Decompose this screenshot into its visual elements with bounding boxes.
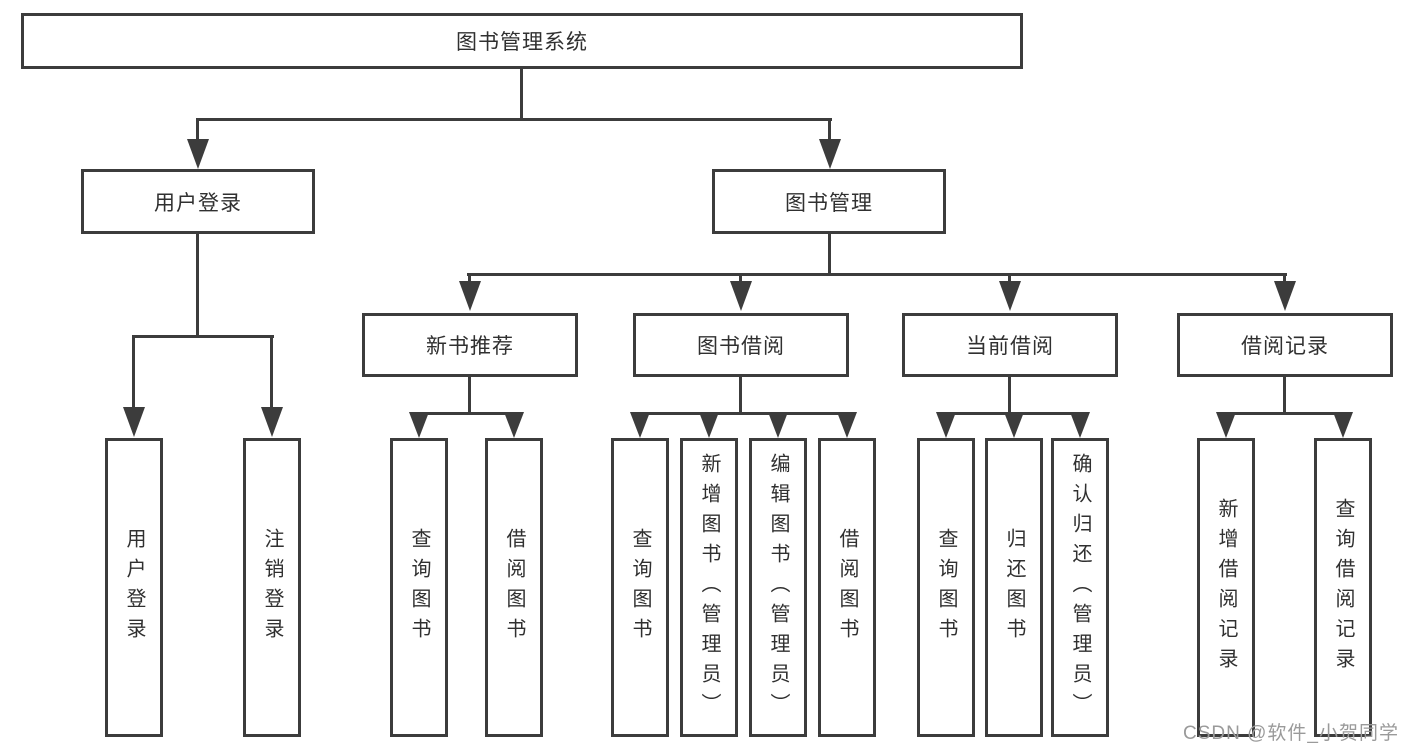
node-current-borrow-label: 当前借阅 xyxy=(966,335,1054,358)
node-root-label: 图书管理系统 xyxy=(456,31,588,54)
node-new-book-recommend-label: 新书推荐 xyxy=(426,335,514,358)
node-book-management: 图书管理 xyxy=(712,169,946,234)
leaf-logout: 注销登录 xyxy=(243,438,301,737)
leaf-user-login: 用户登录 xyxy=(105,438,163,737)
leaf-query-books-recommend: 查询图书 xyxy=(390,438,448,737)
arrow-head xyxy=(187,139,209,169)
edge-line xyxy=(520,69,523,119)
edge-line xyxy=(196,118,199,143)
node-current-borrow: 当前借阅 xyxy=(902,313,1118,377)
edge-line xyxy=(739,273,742,285)
arrow-head xyxy=(123,407,145,437)
leaf-add-books-admin: 新增图书（管理员） xyxy=(680,438,738,737)
arrow-head xyxy=(768,412,788,438)
node-user-login: 用户登录 xyxy=(81,169,315,234)
leaf-borrow-books: 借阅图书 xyxy=(818,438,876,737)
edge-line xyxy=(1283,377,1286,415)
leaf-logout-label: 注销登录 xyxy=(261,527,283,648)
leaf-borrow-books-recommend: 借阅图书 xyxy=(485,438,543,737)
watermark-text: CSDN @软件_小贺同学 xyxy=(1183,723,1399,744)
leaf-borrow-books-label: 借阅图书 xyxy=(836,527,858,648)
leaf-add-borrow-record-label: 新增借阅记录 xyxy=(1215,497,1237,678)
arrow-head xyxy=(1274,281,1296,311)
leaf-query-borrow-record-label: 查询借阅记录 xyxy=(1332,497,1354,678)
leaf-add-borrow-record: 新增借阅记录 xyxy=(1197,438,1255,737)
arrow-head xyxy=(459,281,481,311)
edge-line xyxy=(1224,412,1345,415)
arrow-head xyxy=(837,412,857,438)
node-borrow-records: 借阅记录 xyxy=(1177,313,1393,377)
node-borrow-records-label: 借阅记录 xyxy=(1241,335,1329,358)
arrow-head xyxy=(1070,412,1090,438)
edge-line xyxy=(196,234,199,337)
edge-line xyxy=(468,273,471,285)
node-new-book-recommend: 新书推荐 xyxy=(362,313,578,377)
edge-line xyxy=(1283,273,1286,285)
edge-line xyxy=(638,412,849,415)
leaf-query-borrow-record: 查询借阅记录 xyxy=(1314,438,1372,737)
leaf-add-books-admin-label: 新增图书（管理员） xyxy=(698,452,720,723)
edge-line xyxy=(828,234,831,276)
edge-line xyxy=(417,412,517,415)
node-root: 图书管理系统 xyxy=(21,13,1023,69)
leaf-confirm-return-admin-label: 确认归还（管理员） xyxy=(1069,452,1091,723)
arrow-head xyxy=(504,412,524,438)
edge-line xyxy=(270,335,273,409)
arrow-head xyxy=(699,412,719,438)
edge-line xyxy=(196,118,832,121)
arrow-head xyxy=(630,412,650,438)
edge-line xyxy=(467,273,1287,276)
leaf-edit-books-admin: 编辑图书（管理员） xyxy=(749,438,807,737)
arrow-head xyxy=(999,281,1021,311)
edge-line xyxy=(132,335,135,409)
edge-line xyxy=(1008,273,1011,285)
edge-line xyxy=(132,335,274,338)
leaf-edit-books-admin-label: 编辑图书（管理员） xyxy=(767,452,789,723)
arrow-head xyxy=(1004,412,1024,438)
arrow-head xyxy=(730,281,752,311)
leaf-borrow-books-recommend-label: 借阅图书 xyxy=(503,527,525,648)
leaf-confirm-return-admin: 确认归还（管理员） xyxy=(1051,438,1109,737)
arrow-head xyxy=(1333,412,1353,438)
leaf-query-books-current-label: 查询图书 xyxy=(935,527,957,648)
leaf-return-books: 归还图书 xyxy=(985,438,1043,737)
edge-line xyxy=(739,377,742,415)
arrow-head xyxy=(936,412,956,438)
node-book-management-label: 图书管理 xyxy=(785,191,873,215)
arrow-head xyxy=(1216,412,1236,438)
edge-line xyxy=(828,118,831,143)
arrow-head xyxy=(409,412,429,438)
leaf-query-books-borrow-label: 查询图书 xyxy=(629,527,651,648)
node-book-borrow: 图书借阅 xyxy=(633,313,849,377)
arrow-head xyxy=(819,139,841,169)
arrow-head xyxy=(261,407,283,437)
leaf-user-login-label: 用户登录 xyxy=(123,527,145,648)
leaf-query-books-borrow: 查询图书 xyxy=(611,438,669,737)
node-user-login-label: 用户登录 xyxy=(154,191,242,215)
edge-line xyxy=(1008,377,1011,415)
node-book-borrow-label: 图书借阅 xyxy=(697,335,785,358)
leaf-query-books-current: 查询图书 xyxy=(917,438,975,737)
leaf-query-books-recommend-label: 查询图书 xyxy=(408,527,430,648)
leaf-return-books-label: 归还图书 xyxy=(1003,527,1025,648)
edge-line xyxy=(468,377,471,415)
